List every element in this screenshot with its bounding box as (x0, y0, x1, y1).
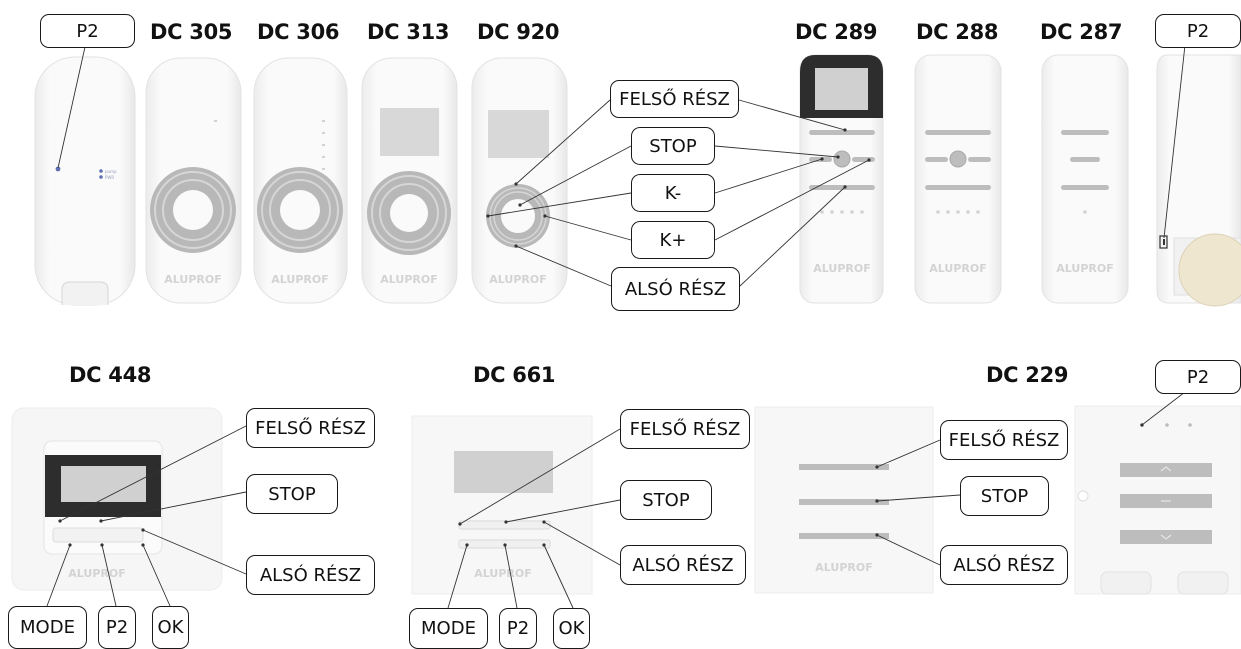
title-dc288: DC 288 (916, 20, 999, 44)
brand-logo: ALUPROF (489, 273, 546, 286)
p2-remote-left: pump PWR (34, 56, 136, 306)
title-dc920: DC 920 (477, 20, 560, 44)
dc305-remote (145, 57, 242, 304)
p2-remote-back (1156, 54, 1241, 307)
callout-stop: STOP (631, 127, 715, 165)
callout-p2-right: P2 (1155, 14, 1241, 48)
callout-dc448-also: ALSÓ RÉSZ (246, 555, 375, 595)
title-dc313: DC 313 (367, 20, 450, 44)
three-button-panel (754, 406, 934, 594)
callout-dc661-mode: MODE (409, 608, 488, 649)
title-dc661: DC 661 (473, 363, 556, 387)
dc448-wallswitch (11, 407, 223, 591)
callout-dc229-p2: P2 (1155, 360, 1241, 394)
callout-p2-left: P2 (40, 14, 135, 48)
brand-logo: ALUPROF (1056, 262, 1113, 275)
dc306-remote (253, 57, 348, 304)
callout-dc448-mode: MODE (8, 606, 87, 649)
callout-dc448-ok: OK (152, 606, 189, 649)
callout-panel-also: ALSÓ RÉSZ (940, 545, 1068, 585)
title-dc306: DC 306 (257, 20, 340, 44)
dc661-wallswitch (411, 415, 593, 595)
callout-felso-resz: FELSŐ RÉSZ (610, 80, 739, 118)
small-text-1: pump (105, 169, 117, 174)
callout-dc661-also: ALSÓ RÉSZ (620, 545, 746, 585)
callout-panel-stop: STOP (960, 476, 1049, 516)
title-dc289: DC 289 (795, 20, 878, 44)
dc313-remote (361, 57, 458, 304)
dc287-remote (1041, 54, 1129, 304)
callout-dc448-p2: P2 (98, 606, 136, 649)
callout-dc448-stop: STOP (246, 474, 338, 514)
brand-logo: ALUPROF (164, 273, 221, 286)
callout-dc448-felso: FELSŐ RÉSZ (246, 408, 375, 448)
callout-panel-felso: FELSŐ RÉSZ (940, 420, 1068, 460)
callout-dc661-p2: P2 (499, 608, 537, 649)
callout-also-resz: ALSÓ RÉSZ (611, 267, 740, 311)
dc289-remote (799, 54, 884, 304)
title-dc229: DC 229 (986, 363, 1069, 387)
brand-logo: ALUPROF (271, 273, 328, 286)
dc288-remote (914, 54, 1002, 304)
title-dc287: DC 287 (1040, 20, 1123, 44)
brand-logo: ALUPROF (380, 273, 437, 286)
title-dc305: DC 305 (150, 20, 233, 44)
callout-k-minus: K- (631, 174, 715, 212)
brand-logo: ALUPROF (929, 262, 986, 275)
callout-k-plus: K+ (631, 221, 715, 259)
small-text-2: PWR (105, 175, 114, 180)
brand-logo: ALUPROF (68, 567, 125, 580)
brand-logo: ALUPROF (813, 262, 870, 275)
brand-logo: ALUPROF (815, 561, 872, 574)
dc229-wallswitch (1074, 405, 1241, 595)
p2-led-icon (55, 166, 61, 172)
brand-logo: ALUPROF (474, 567, 531, 580)
callout-dc661-stop: STOP (620, 480, 712, 520)
callout-dc661-felso: FELSŐ RÉSZ (620, 409, 750, 449)
callout-dc661-ok: OK (553, 608, 590, 649)
title-dc448: DC 448 (69, 363, 152, 387)
